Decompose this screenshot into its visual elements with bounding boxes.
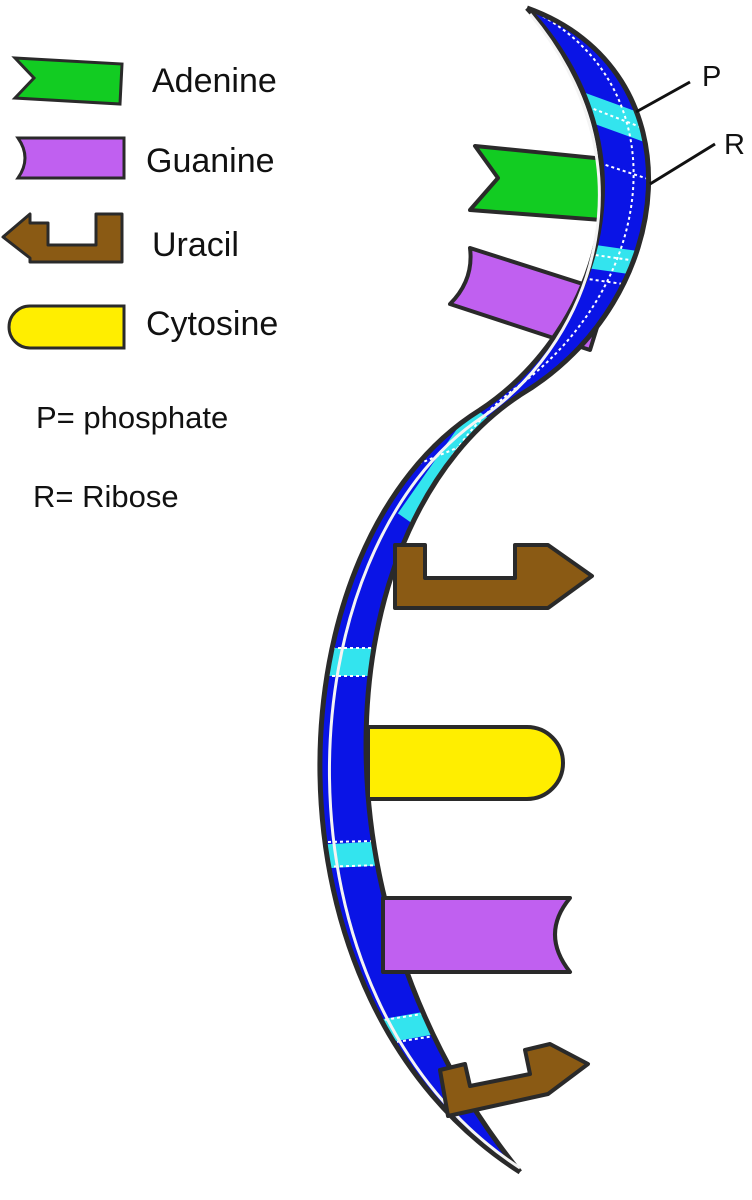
adenine-legend-swatch [11,56,124,106]
adenine-legend-label: Adenine [152,62,277,100]
phosphate-marker: P [702,61,721,93]
uracil-legend-swatch [1,212,124,264]
guanine-legend-label: Guanine [146,142,275,180]
phosphate-block [559,86,649,160]
cytosine-legend-swatch [7,304,126,350]
ribose-key: R= Ribose [33,479,179,514]
uracil-legend-label: Uracil [152,226,239,264]
phosphate-block [319,839,421,871]
lower-bases [366,543,594,1118]
ribose-marker: R [724,129,745,161]
strand-highlight [328,13,601,1170]
strand-outline-inner [317,6,605,1175]
strand-markers: P R [635,61,745,186]
phosphate-key: P= phosphate [36,400,228,435]
uracil-base [393,543,594,610]
uracil-base [438,1042,590,1118]
guanine-legend-swatch [15,136,126,180]
cytosine-legend-label: Cytosine [146,305,278,343]
ribose-pointer [649,142,716,186]
legend: Adenine Guanine Uracil Cytosine P= phosp… [1,56,278,514]
phosphate-block [319,648,430,676]
cytosine-base [366,725,565,801]
guanine-base [381,896,572,974]
phosphate-pointer [635,80,691,114]
